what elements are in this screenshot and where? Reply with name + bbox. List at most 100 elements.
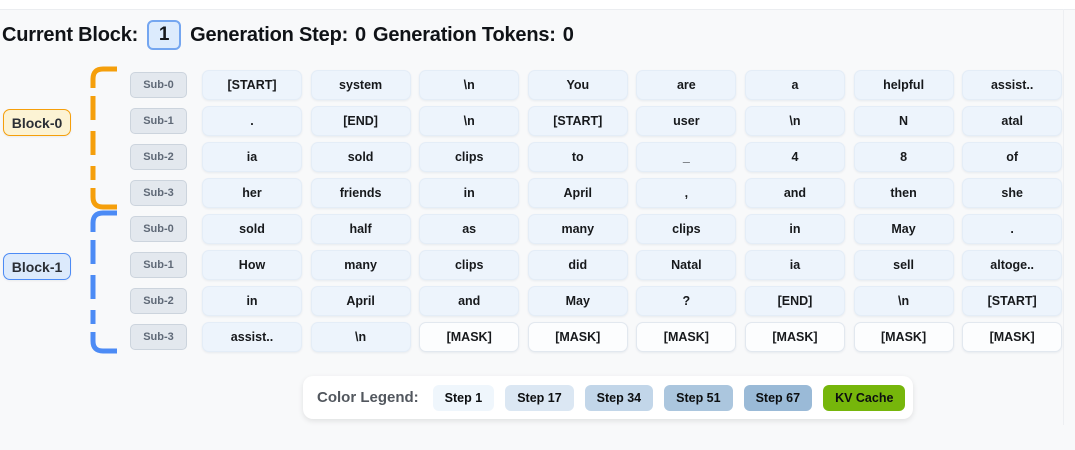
- mask-token-cell: [MASK]: [636, 322, 737, 352]
- token-cell: as: [419, 214, 520, 244]
- legend-kv-cache: KV Cache: [823, 384, 906, 411]
- mask-token-cell: [MASK]: [419, 322, 520, 352]
- token-cell: did: [527, 250, 628, 280]
- mask-token-cell: [MASK]: [853, 322, 954, 352]
- token-cell: \n: [853, 286, 954, 316]
- token-cell: .: [202, 106, 302, 136]
- token-cell: assist..: [962, 70, 1063, 100]
- token-cell: April: [527, 178, 628, 208]
- mask-token-cell: [MASK]: [962, 322, 1063, 352]
- token-cell: [START]: [527, 106, 628, 136]
- sub-block-label: Sub-3: [130, 324, 187, 350]
- block-bracket-icon: [88, 210, 118, 354]
- token-cell: April: [310, 286, 411, 316]
- sub-block-label: Sub-2: [130, 144, 187, 170]
- token-cell: 8: [853, 142, 954, 172]
- sub-block-label: Sub-2: [130, 288, 187, 314]
- token-cell: sold: [310, 142, 411, 172]
- token-cell: many: [310, 250, 411, 280]
- token-cell: You: [527, 70, 628, 100]
- token-cell: \n: [744, 106, 845, 136]
- generation-tokens-label: Generation Tokens:: [372, 23, 556, 46]
- token-cell: May: [527, 286, 628, 316]
- mask-token-cell: [MASK]: [527, 322, 628, 352]
- token-cell: May: [853, 214, 954, 244]
- token-cell: user: [636, 106, 737, 136]
- token-cell: assist..: [202, 322, 302, 352]
- token-cell: atal: [962, 106, 1063, 136]
- token-cell: ia: [202, 142, 302, 172]
- token-cell: helpful: [853, 70, 954, 100]
- legend-step-67: Step 67: [743, 384, 813, 411]
- token-cell: altoge..: [962, 250, 1063, 280]
- token-cell: clips: [636, 214, 737, 244]
- token-cell: clips: [419, 142, 520, 172]
- token-cell: in: [419, 178, 520, 208]
- token-cell: ia: [744, 250, 845, 280]
- token-cell: she: [962, 178, 1063, 208]
- token-cell: [START]: [202, 70, 302, 100]
- generation-step-label: Generation Step:: [190, 23, 349, 46]
- token-cell: her: [202, 178, 302, 208]
- token-cell: then: [853, 178, 954, 208]
- mask-token-cell: [MASK]: [744, 322, 845, 352]
- generation-tokens-value: 0: [562, 23, 574, 46]
- token-cell: sell: [853, 250, 954, 280]
- token-cell: system: [310, 70, 411, 100]
- sub-block-label: Sub-1: [130, 252, 187, 278]
- token-cell: and: [744, 178, 845, 208]
- token-cell: many: [527, 214, 628, 244]
- token-cell: and: [419, 286, 520, 316]
- token-cell: Natal: [636, 250, 737, 280]
- token-cell: a: [744, 70, 845, 100]
- legend-step-34: Step 34: [584, 384, 654, 411]
- token-cell: friends: [310, 178, 411, 208]
- legend-step-1: Step 1: [432, 384, 495, 411]
- legend-step-17: Step 17: [505, 384, 574, 411]
- token-cell: sold: [202, 214, 302, 244]
- token-cell: of: [962, 142, 1063, 172]
- token-cell: How: [202, 250, 302, 280]
- token-cell: [END]: [310, 106, 411, 136]
- token-cell: [START]: [962, 286, 1063, 316]
- token-cell: N: [853, 106, 954, 136]
- token-cell: are: [636, 70, 737, 100]
- sub-block-label: Sub-3: [130, 180, 187, 206]
- block-label-0: Block-0: [3, 109, 71, 136]
- token-cell: _: [636, 142, 737, 172]
- token-cell: clips: [419, 250, 520, 280]
- token-cell: to: [527, 142, 628, 172]
- sub-block-label: Sub-1: [130, 108, 187, 134]
- current-block-value: 1: [147, 20, 182, 50]
- right-divider: [1063, 9, 1064, 425]
- block-bracket-icon: [88, 66, 118, 210]
- sub-block-label: Sub-0: [130, 72, 187, 98]
- token-cell: 4: [744, 142, 845, 172]
- token-cell: half: [310, 214, 411, 244]
- token-cell: \n: [419, 70, 520, 100]
- generation-step-value: 0: [355, 23, 366, 46]
- token-cell: ,: [636, 178, 737, 208]
- color-legend: Color Legend: Step 1 Step 17 Step 34 Ste…: [303, 376, 913, 419]
- token-cell: .: [962, 214, 1063, 244]
- legend-title: Color Legend:: [317, 389, 419, 406]
- sub-block-label: Sub-0: [130, 216, 187, 242]
- current-block-label: Current Block:: [2, 23, 139, 46]
- token-cell: [END]: [744, 286, 845, 316]
- token-cell: \n: [419, 106, 520, 136]
- legend-step-51: Step 51: [664, 384, 733, 411]
- block-label-1: Block-1: [3, 253, 71, 280]
- status-bar: Current Block: 1 Generation Step: 0 Gene…: [2, 18, 574, 52]
- token-cell: in: [744, 214, 845, 244]
- top-strip: [0, 0, 1075, 10]
- token-cell: \n: [310, 322, 411, 352]
